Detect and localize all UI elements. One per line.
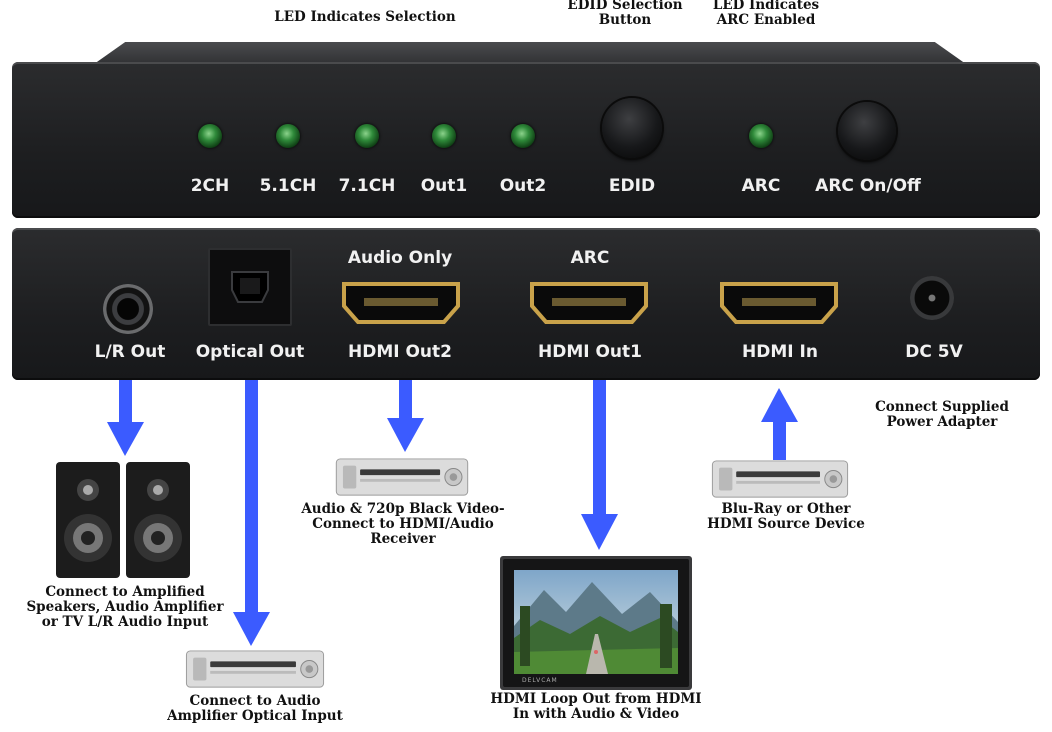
optical-port-shape [231,271,269,303]
dc-power-jack[interactable] [910,276,954,320]
caption-line: HDMI Loop Out from HDMI [490,691,702,707]
caption-optical-amplifier: Connect to Audio Amplifier Optical Input [160,694,350,724]
dc-label: DC 5V [905,342,963,362]
hdmi-out2-label: HDMI Out2 [347,342,452,362]
edid-label: EDID [608,176,656,196]
led-7-1ch [355,124,379,148]
hdmi-out1-port[interactable] [528,280,650,326]
arrow-shaft-in [773,420,786,460]
arc-button-label: ARC On/Off [815,176,921,196]
led-out2 [511,124,535,148]
caption-line: Connect Supplied [875,399,1009,415]
arrow-head-optical [233,612,270,646]
caption-line: Button [598,12,652,28]
caption-line: ARC Enabled [716,12,816,28]
audio-only-label: Audio Only [347,248,453,268]
rear-panel: L/R Out Optical Out Audio Only HDMI Out2… [12,228,1040,380]
led-2ch [198,124,222,148]
hdmi-in-port[interactable] [718,280,840,326]
arc-port-label: ARC [570,248,610,268]
caption-line: EDID Selection [567,0,683,13]
optical-out-label: Optical Out [195,342,305,362]
arrow-shaft-out2 [399,380,412,420]
caption-line: Connect to Amplified [45,584,205,600]
hdmi-out2-port[interactable] [340,280,462,326]
caption-line: Speakers, Audio Amplifier [26,599,224,615]
audio-amplifier-device-icon [185,650,325,688]
led-out1 [432,124,456,148]
lr-out-jack[interactable] [103,284,153,334]
led-label-5-1ch: 5.1CH [259,176,317,196]
caption-hdmi-loop-out: HDMI Loop Out from HDMI In with Audio & … [486,692,706,722]
optical-out-port[interactable] [208,248,292,326]
caption-led-selection: LED Indicates Selection [274,9,456,25]
caption-line: or TV L/R Audio Input [41,614,209,630]
caption-audio-receiver: Audio & 720p Black Video- Connect to HDM… [300,502,506,547]
edid-button[interactable] [602,98,662,158]
arc-toggle-button[interactable] [838,102,896,160]
led-label-out2: Out2 [499,176,547,196]
caption-source-device: Blu-Ray or Other HDMI Source Device [696,502,876,532]
speaker-right [126,462,190,578]
hdmi-in-label: HDMI In [742,342,818,362]
caption-edid-button: EDID Selection Button [555,0,695,28]
caption-line: In with Audio & Video [512,706,680,722]
blu-ray-source-device-icon [711,460,849,498]
caption-power-adapter: Connect Supplied Power Adapter [862,400,1022,430]
tv-monitor-icon: DELVCAM [500,556,692,690]
arrow-shaft-lr [119,380,132,424]
caption-line: Connect to HDMI/Audio [312,516,494,532]
led-5-1ch [276,124,300,148]
front-panel: 2CH 5.1CH 7.1CH Out1 Out2 EDID ARC ARC O… [12,62,1040,218]
hdmi-out1-label: HDMI Out1 [537,342,642,362]
arrow-head-in [761,388,798,422]
caption-line: Connect to Audio [189,693,321,709]
tv-screen-image [514,570,678,674]
caption-line: Amplifier Optical Input [167,708,343,724]
caption-line: Power Adapter [886,414,998,430]
led-label-2ch: 2CH [190,176,230,196]
caption-line: Audio & 720p Black Video- [301,501,505,517]
caption-amplified-speakers: Connect to Amplified Speakers, Audio Amp… [20,585,230,630]
arc-led-label: ARC [741,176,781,196]
arrow-shaft-optical [245,380,258,614]
caption-arc-led: LED Indicates ARC Enabled [696,0,836,28]
speaker-left [56,462,120,578]
caption-line: Blu-Ray or Other [721,501,851,517]
led-arc [749,124,773,148]
audio-receiver-device-icon [335,458,469,496]
tv-brand-logo: DELVCAM [522,677,558,684]
arrow-shaft-out1 [593,380,606,516]
lr-out-label: L/R Out [94,342,166,362]
arrow-head-out1 [581,514,618,550]
arrow-head-out2 [387,418,424,452]
caption-line: LED Indicates [712,0,820,13]
arrow-head-lr [107,422,144,456]
speakers-icon [56,462,190,578]
led-label-7-1ch: 7.1CH [338,176,396,196]
caption-line: Receiver [370,531,436,547]
led-label-out1: Out1 [420,176,468,196]
caption-line: HDMI Source Device [707,516,865,532]
